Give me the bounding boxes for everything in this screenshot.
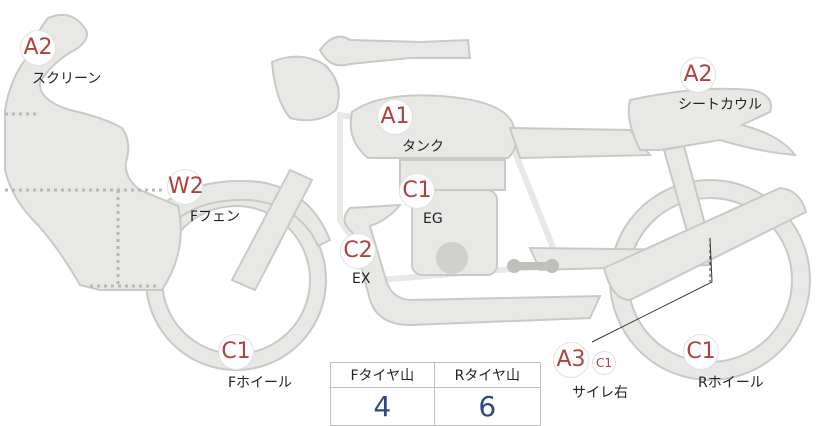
silencer-sub-grade-badge: C1	[592, 351, 616, 375]
seat-cowl-shape	[627, 87, 798, 157]
rear-wheel-grade-badge: C1	[683, 334, 719, 370]
tank-grade-badge: A1	[377, 99, 413, 135]
exhaust-grade-badge: C2	[340, 233, 376, 269]
screen-shape	[4, 14, 182, 291]
silencer-leader-line	[591, 237, 713, 343]
rear-tread-value: 6	[433, 387, 542, 426]
front-fender-grade-badge: W2	[167, 169, 204, 205]
front-tread-value: 4	[330, 387, 435, 426]
headlight-shape	[270, 55, 340, 122]
screen-dotted-line	[5, 112, 165, 288]
exhaust-pipe-shape	[343, 203, 602, 327]
silencer-shape	[602, 186, 808, 302]
front-fork-shape	[230, 168, 314, 292]
front-wheel-grade-badge: C1	[218, 334, 254, 370]
silencer-label: サイレ右	[572, 385, 628, 401]
exhaust-label: EX	[352, 271, 371, 287]
handlebar-shape	[318, 35, 472, 67]
tread-header-row: Fタイヤ山 Rタイヤ山	[330, 362, 542, 388]
screen-label: スクリーン	[32, 71, 102, 87]
front-tread-header: Fタイヤ山	[330, 362, 435, 388]
engine-label: EG	[423, 211, 443, 227]
seat-cowl-label: シートカウル	[678, 97, 762, 113]
silencer-grade-badge: A3	[553, 342, 589, 378]
engine-shape	[399, 159, 559, 276]
front-fender-label: Fフェン	[190, 209, 241, 225]
rear-tread-header: Rタイヤ山	[433, 362, 542, 388]
rear-wheel-label: Rホイール	[698, 375, 764, 391]
front-wheel-label: Fホイール	[228, 375, 293, 391]
seat-cowl-grade-badge: A2	[680, 57, 716, 93]
engine-grade-badge: C1	[399, 173, 435, 209]
tank-label: タンク	[402, 139, 444, 155]
tread-value-row: 4 6	[330, 387, 542, 426]
screen-grade-badge: A2	[20, 30, 56, 66]
tire-tread-table: Fタイヤ山 Rタイヤ山 4 6	[330, 362, 542, 426]
seat-shape	[508, 126, 653, 160]
